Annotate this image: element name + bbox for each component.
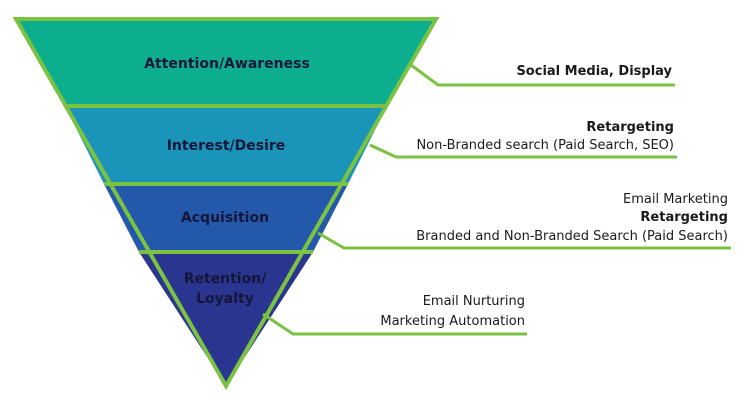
stage-label-retention: Retention/ [184, 271, 268, 287]
note-acquisition-2: Retargeting [640, 210, 728, 225]
stage-label-acquisition: Acquisition [181, 210, 269, 226]
note-acquisition-1: Email Marketing [623, 192, 728, 207]
connector-acquisition [317, 231, 731, 250]
note-interest-2: Non-Branded search (Paid Search, SEO) [416, 138, 674, 153]
funnel-stage-interest [65, 106, 387, 184]
connector-interest [369, 143, 677, 159]
connector-retention [262, 312, 527, 336]
note-acquisition-3: Branded and Non-Branded Search (Paid Sea… [416, 229, 728, 244]
connector-attention [410, 63, 675, 87]
stage-label-loyalty: Loyalty [196, 291, 254, 307]
stage-label-attention: Attention/Awareness [144, 56, 310, 72]
funnel-stage-retention [139, 252, 313, 386]
funnel-outline [12, 17, 440, 391]
note-retention-2: Marketing Automation [380, 314, 525, 329]
stage-label-interest: Interest/Desire [167, 138, 286, 154]
note-interest-1: Retargeting [586, 120, 674, 135]
note-retention-1: Email Nurturing [423, 294, 525, 309]
note-attention-1: Social Media, Display [516, 64, 672, 79]
funnel-stage-attention [16, 19, 436, 106]
funnel-stage-acquisition [104, 184, 348, 252]
